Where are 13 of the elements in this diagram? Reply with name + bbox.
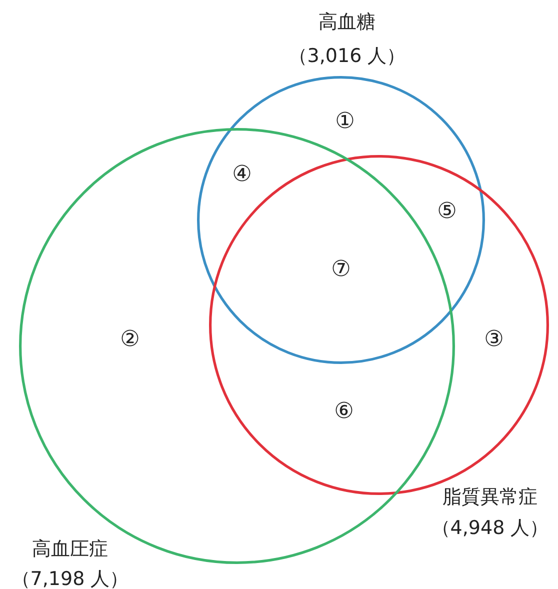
count-label: （7,198 人） [11, 567, 129, 589]
region-number: ⑦ [331, 258, 351, 282]
set-label: 脂質異常症 [442, 485, 538, 509]
set-label: 高血糖 [318, 10, 376, 34]
set-label: 高血圧症 [32, 537, 108, 561]
region-number: ⑤ [437, 200, 457, 224]
region-number: ① [335, 110, 355, 134]
count-label: （3,016 人） [288, 44, 406, 68]
region-number: ⑥ [334, 400, 354, 424]
count-label: （4,948 人） [431, 516, 549, 540]
region-number: ③ [484, 328, 504, 352]
region-number: ④ [232, 163, 252, 187]
region-number: ② [120, 328, 140, 352]
